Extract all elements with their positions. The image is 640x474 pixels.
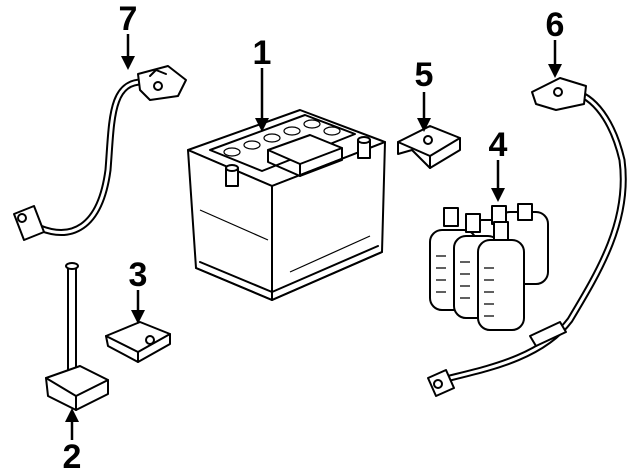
callout-arrows: [65, 34, 562, 440]
callout-7: 7: [119, 0, 138, 38]
part-6-positive-cable: [427, 77, 627, 397]
part-5-bracket: [397, 125, 461, 169]
part-4-cell-bottles: [429, 203, 549, 331]
part-2-hold-down-clamp: [45, 262, 109, 411]
callout-3: 3: [129, 256, 148, 294]
callout-5: 5: [415, 56, 434, 94]
part-3-hold-down-bracket: [105, 321, 171, 363]
callout-2: 2: [63, 438, 82, 474]
callout-4: 4: [489, 126, 508, 164]
callout-1: 1: [253, 34, 272, 72]
part-1-battery: [187, 109, 386, 301]
callout-6: 6: [546, 6, 565, 44]
part-7-negative-cable: [13, 65, 187, 241]
